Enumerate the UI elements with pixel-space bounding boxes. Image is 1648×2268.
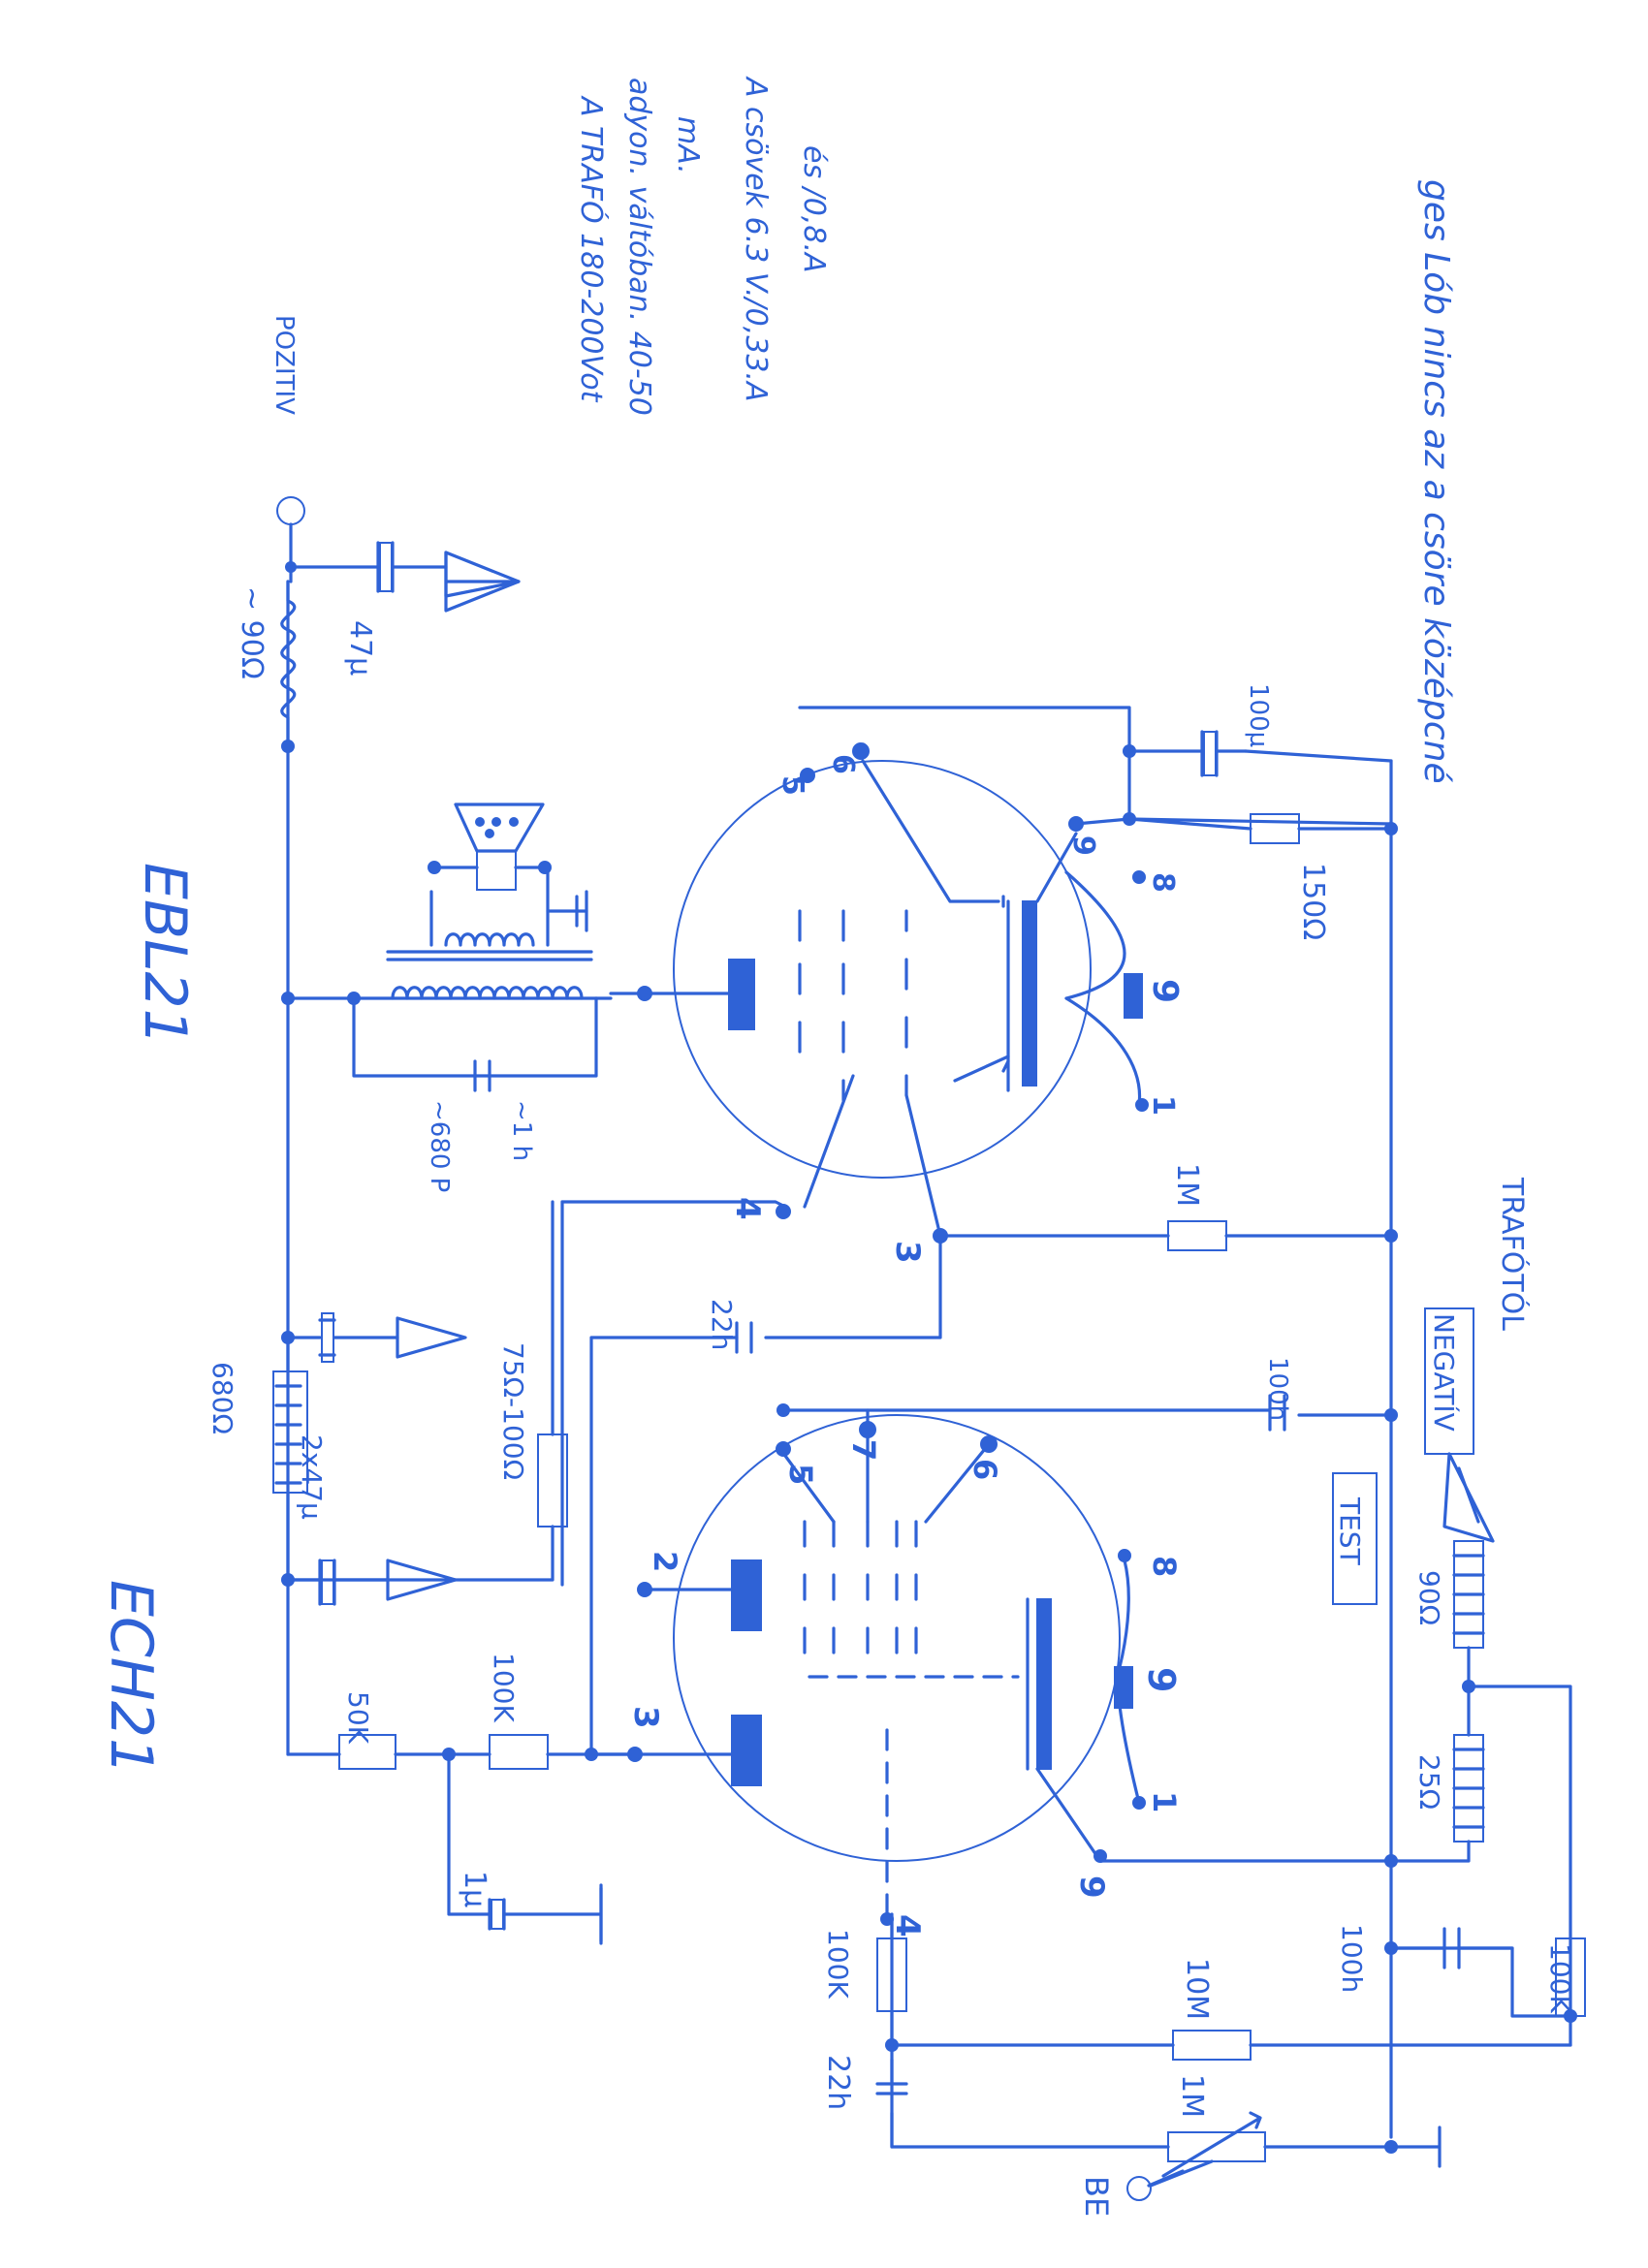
label-r-90-bottom: 90Ω [1413, 1570, 1445, 1625]
handwritten-notes: A TRAFÓ 180-200Vot adyon. váltóban. 40-5… [574, 76, 1456, 784]
ech21-pin-5: 5 [782, 1464, 819, 1485]
label-c-100n-top: 100h [1263, 1357, 1292, 1421]
note-side: ges Lób nincs az a csöre középcné [1416, 179, 1456, 784]
ebl21-pin-4: 4 [728, 1197, 767, 1220]
ech21-pin-7: 7 [845, 1439, 882, 1461]
title-ech21: ECH21 [97, 1580, 165, 1775]
labels: EBL21 ECH21 POZITIV ~ 90Ω 47µ ~680 P ~1 … [97, 315, 1576, 2217]
title-ebl21: EBL21 [131, 863, 199, 1046]
label-r-150: 150Ω [1296, 863, 1330, 940]
label-pozitiv: POZITIV [269, 315, 299, 415]
label-r-10m: 10M [1180, 1958, 1214, 2020]
ech21-pin-1: 1 [1146, 1791, 1183, 1812]
label-trafotol: TRAFÓTÓL [1495, 1177, 1531, 1331]
note-line-3: mA. [671, 116, 705, 174]
ech21-pin-9-heater: 9 [1140, 1667, 1183, 1692]
label-c-1u: 1µ [458, 1871, 491, 1907]
label-r-100k-right: 100K [1544, 1943, 1576, 2013]
label-r-75-100: 75Ω-100Ω [497, 1342, 529, 1480]
ech21-pin-4: 4 [888, 1914, 927, 1937]
ebl21-pin-5: 5 [776, 775, 809, 796]
ebl21-pin-9-heater: 9 [1145, 979, 1185, 1003]
label-r-25: 25Ω [1413, 1754, 1445, 1810]
label-c-22n-bottom: 22h [821, 2055, 855, 2110]
ech21-pin-2: 2 [647, 1551, 683, 1572]
note-line-2: adyon. váltóban. 40-50 [622, 78, 656, 416]
ebl21-pin-8: 8 [1146, 872, 1180, 893]
label-test: TEST [1334, 1496, 1366, 1566]
components [272, 496, 1586, 2201]
junction-dots [281, 740, 1577, 2154]
ech21-pin-6: 6 [967, 1459, 1003, 1480]
label-c-680p: ~680 P [425, 1100, 454, 1192]
label-negativ: NEGATÍV [1428, 1313, 1461, 1432]
note-line-4: A csövek 6.3 V./0,33.A [739, 76, 773, 401]
note-line-1: A TRAFÓ 180-200Vot [574, 95, 610, 403]
label-r-680: 680Ω [206, 1362, 238, 1434]
ech21-pin-3: 3 [626, 1706, 665, 1729]
label-r-100k-mid: 100K [488, 1653, 520, 1722]
label-r-100k-left: 100K [822, 1929, 854, 1999]
label-c-100n-bottom: 100h [1336, 1924, 1368, 1993]
label-r-50k: 50K [342, 1691, 374, 1745]
note-line-5: és /0,8.A [797, 145, 831, 273]
label-r-1m-grid: 1M [1170, 1163, 1204, 1207]
label-pot-1m: 1M [1175, 2074, 1209, 2118]
label-c-22n-top: 22h [706, 1299, 738, 1350]
ech21-pin-8: 8 [1146, 1556, 1183, 1577]
tube-ebl21: 5 6 9 8 9 1 4 3 [637, 742, 1185, 1264]
ech21-pin-9-cathode: 9 [1072, 1875, 1111, 1899]
label-r-90: ~ 90Ω [235, 586, 269, 679]
tube-ech21: 5 7 6 2 8 9 1 9 3 4 [626, 1408, 1183, 1937]
label-be: BE [1078, 2176, 1115, 2217]
label-c-47u: 47µ [343, 620, 377, 676]
ebl21-pin-6: 6 [826, 754, 860, 774]
label-c-100u: 100µ [1244, 683, 1273, 747]
label-c-2x47: 2x47µ [296, 1434, 328, 1520]
ebl21-pin-3: 3 [888, 1241, 927, 1264]
ebl21-pin-1: 1 [1146, 1095, 1180, 1116]
label-c-1n: ~1 h [507, 1100, 536, 1161]
ebl21-pin-9-top: 9 [1066, 835, 1100, 856]
